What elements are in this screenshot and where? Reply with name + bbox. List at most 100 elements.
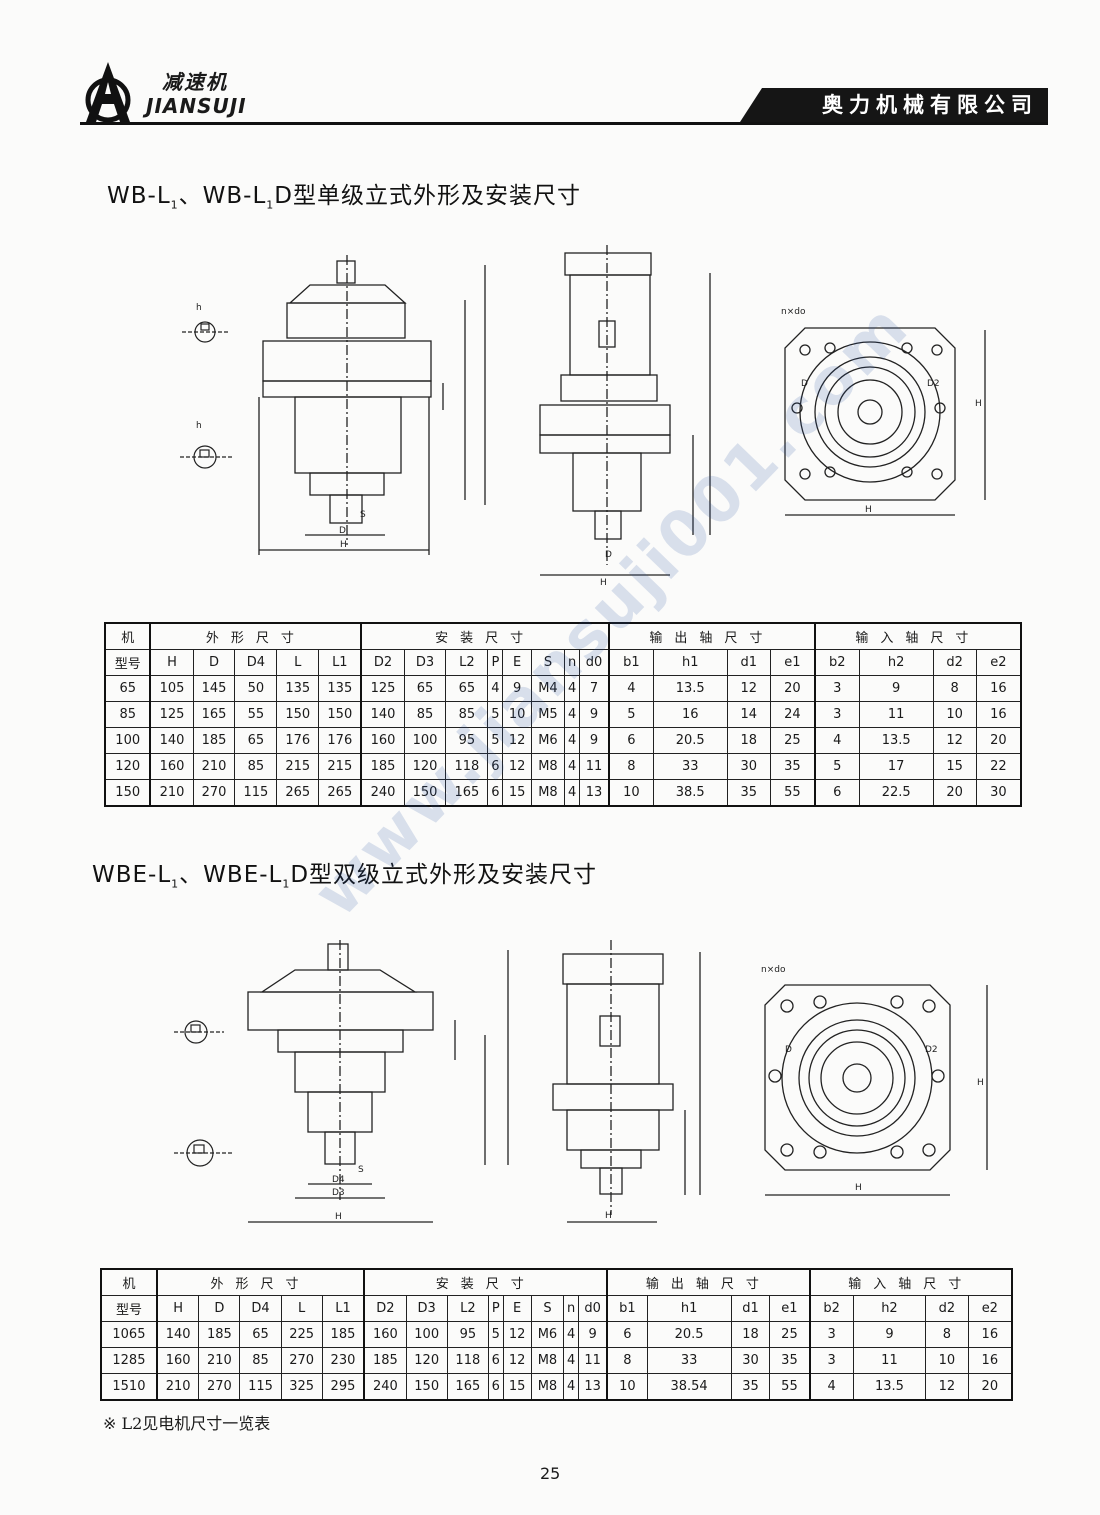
table-cell: 16 (967, 1321, 1013, 1348)
table-cell: 150 (405, 1373, 448, 1401)
table2-group-header-row: 机外形尺寸安装尺寸输出轴尺寸输入轴尺寸 (100, 1268, 1013, 1296)
table-cell: M8 (530, 1373, 565, 1401)
svg-text:S: S (358, 1165, 364, 1175)
logo-english-text: JIANSUJI (146, 94, 247, 118)
table-cell: 16 (652, 701, 728, 728)
table-cell: 30 (730, 1347, 771, 1374)
table-cell: 325 (280, 1373, 323, 1401)
company-logo (85, 62, 131, 123)
table-cell: 25 (769, 727, 816, 754)
table-cell: 65 (445, 675, 489, 702)
page-number: 25 (540, 1464, 561, 1483)
table-cell: 85 (403, 701, 447, 728)
table-cell: 22 (975, 753, 1022, 780)
column-header: D (192, 649, 236, 676)
table-cell: 150 (276, 701, 320, 728)
table-cell: 150 (403, 779, 447, 807)
table-cell: 6 (487, 1373, 504, 1401)
table-cell: 22.5 (858, 779, 934, 807)
table-cell: 16 (975, 675, 1022, 702)
output-group-header: 输出轴尺寸 (606, 1268, 811, 1296)
column-header: h2 (852, 1295, 927, 1322)
table-cell: 120 (403, 753, 447, 780)
table-cell: 12 (932, 727, 977, 754)
column-header: d2 (932, 649, 977, 676)
table-cell: 18 (730, 1321, 771, 1348)
svg-text:H: H (977, 1078, 984, 1088)
column-header: h1 (652, 649, 728, 676)
install-group-header: 安装尺寸 (363, 1268, 608, 1296)
table-cell: 295 (321, 1373, 365, 1401)
table-cell: 240 (360, 779, 405, 807)
column-header: L1 (318, 649, 362, 676)
table-cell: 95 (445, 727, 489, 754)
table-cell: 25 (769, 1321, 811, 1348)
table-cell: 12 (502, 1321, 532, 1348)
svg-text:h: h (196, 303, 202, 313)
column-header: S (530, 1295, 565, 1322)
table-cell: 65 (234, 727, 278, 754)
svg-text:H: H (855, 1183, 862, 1193)
table-cell: 38.54 (646, 1373, 732, 1401)
table-cell: 185 (192, 727, 236, 754)
column-header: H (149, 649, 194, 676)
outer-group-header: 外形尺寸 (155, 1268, 365, 1296)
table-cell: 33 (646, 1347, 732, 1374)
table-cell: 12 (502, 1347, 532, 1374)
table-cell: 160 (360, 727, 405, 754)
model-header-top: 机 (104, 622, 151, 650)
column-header: H (155, 1295, 200, 1322)
table-cell: 20 (769, 675, 816, 702)
table-cell: 55 (769, 1373, 811, 1401)
input-group-header: 输入轴尺寸 (813, 622, 1022, 650)
table-cell: 13 (578, 1373, 608, 1401)
table-cell: 4 (813, 727, 860, 754)
section1-front-view-drawing: H S D (258, 255, 486, 555)
column-header: D3 (405, 1295, 448, 1322)
table-cell: 115 (234, 779, 278, 807)
table-cell: 9 (852, 1321, 927, 1348)
table-cell: 120 (405, 1347, 448, 1374)
table-cell: 185 (321, 1321, 365, 1348)
table-cell: 185 (360, 753, 405, 780)
svg-text:D3: D3 (332, 1188, 345, 1198)
svg-text:H: H (865, 505, 872, 515)
svg-text:h: h (196, 421, 202, 431)
table1-group-header-row: 机外形尺寸安装尺寸输出轴尺寸输入轴尺寸 (104, 622, 1022, 650)
table-cell: 6 (487, 1347, 504, 1374)
table-cell: 4 (564, 753, 581, 780)
table-cell: 55 (769, 779, 816, 807)
table-cell: 165 (445, 779, 489, 807)
table-cell: 118 (445, 753, 489, 780)
table-cell: 150 (318, 701, 362, 728)
table-cell: M8 (530, 753, 566, 780)
table-cell: 11 (579, 753, 610, 780)
column-header: b2 (813, 649, 860, 676)
table-cell: M8 (530, 1347, 565, 1374)
table-cell: 3 (813, 701, 860, 728)
table-cell: 4 (808, 1373, 854, 1401)
table-cell: 1510 (100, 1373, 158, 1401)
svg-text:D: D (785, 1045, 792, 1055)
table-cell: 9 (578, 1321, 608, 1348)
table-cell: 6 (607, 727, 654, 754)
table-cell: 33 (652, 753, 728, 780)
table-cell: 10 (607, 779, 654, 807)
table-cell: 13 (579, 779, 610, 807)
table-cell: 225 (280, 1321, 323, 1348)
table-cell: 10 (606, 1373, 648, 1401)
svg-text:S: S (360, 510, 366, 520)
table-cell: 20 (932, 779, 977, 807)
svg-text:H: H (340, 540, 347, 550)
section2-front-view-drawing: H D3 D4 S (247, 940, 509, 1223)
table-cell: 35 (730, 1373, 771, 1401)
column-header: d0 (578, 1295, 608, 1322)
table-cell: 4 (564, 727, 581, 754)
table-cell: 15 (502, 779, 532, 807)
svg-text:n×do: n×do (781, 307, 806, 317)
